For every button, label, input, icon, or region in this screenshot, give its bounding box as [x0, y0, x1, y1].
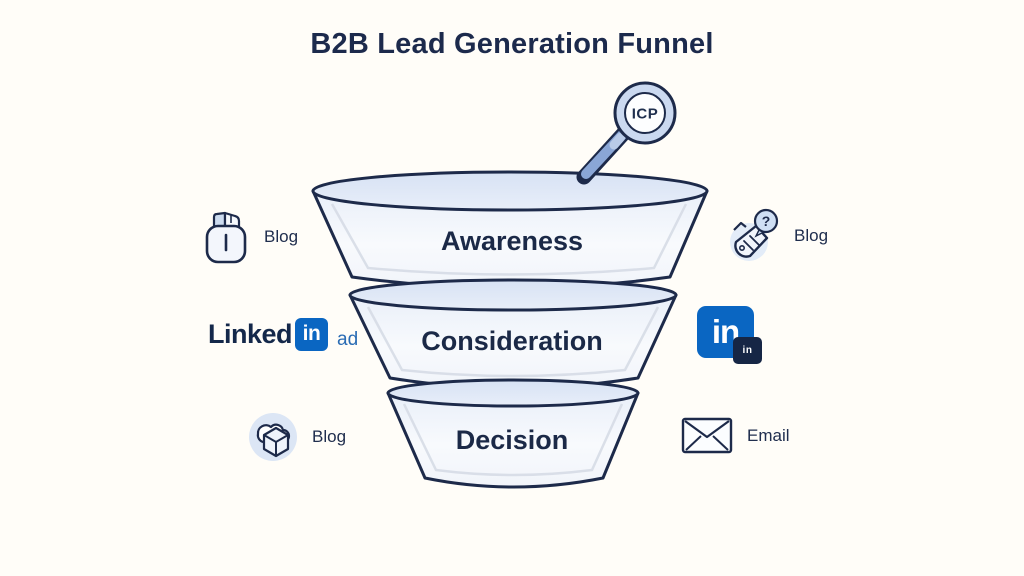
stage-label-awareness: Awareness — [440, 226, 584, 256]
funnel-stage-awareness — [311, 170, 709, 290]
stage-label-decision: Decision — [455, 425, 569, 455]
magnifier-icon — [576, 81, 677, 185]
right-item-email: Email — [681, 416, 790, 456]
funnel-stage-decision — [386, 378, 640, 489]
linkedin-ad-label: ad — [337, 329, 359, 350]
megaphone-question-icon: ? — [730, 208, 779, 261]
left-item-blog-bottom: Blog — [246, 410, 346, 464]
linkedin-logo-icon: in — [295, 317, 329, 351]
stage-label-consideration: Consideration — [421, 326, 603, 356]
left-item-linkedin-ad: Linked in ad — [208, 317, 358, 351]
linkedin-brand-text: Linked — [208, 318, 293, 349]
funnel-stage-consideration — [348, 278, 678, 390]
linkedin-badge-icon: in — [733, 337, 762, 364]
right-item-linkedin: in in — [697, 306, 762, 364]
question-glyph: ? — [762, 213, 771, 229]
notebook-pen-icon — [205, 211, 247, 264]
right-email-label: Email — [747, 426, 790, 445]
right-item-blog: ? Blog — [722, 206, 828, 266]
right-blog-label: Blog — [794, 226, 829, 245]
icp-label: ICP — [631, 105, 659, 123]
envelope-icon — [681, 417, 733, 454]
left-item-blog-top: Blog — [200, 208, 298, 266]
cube-cloud-icon — [249, 413, 297, 461]
left-blog-bottom-label: Blog — [312, 427, 347, 446]
page-title: B2B Lead Generation Funnel — [310, 28, 714, 60]
left-blog-top-label: Blog — [264, 227, 299, 246]
linkedin-logo-icon: in in — [697, 306, 762, 364]
